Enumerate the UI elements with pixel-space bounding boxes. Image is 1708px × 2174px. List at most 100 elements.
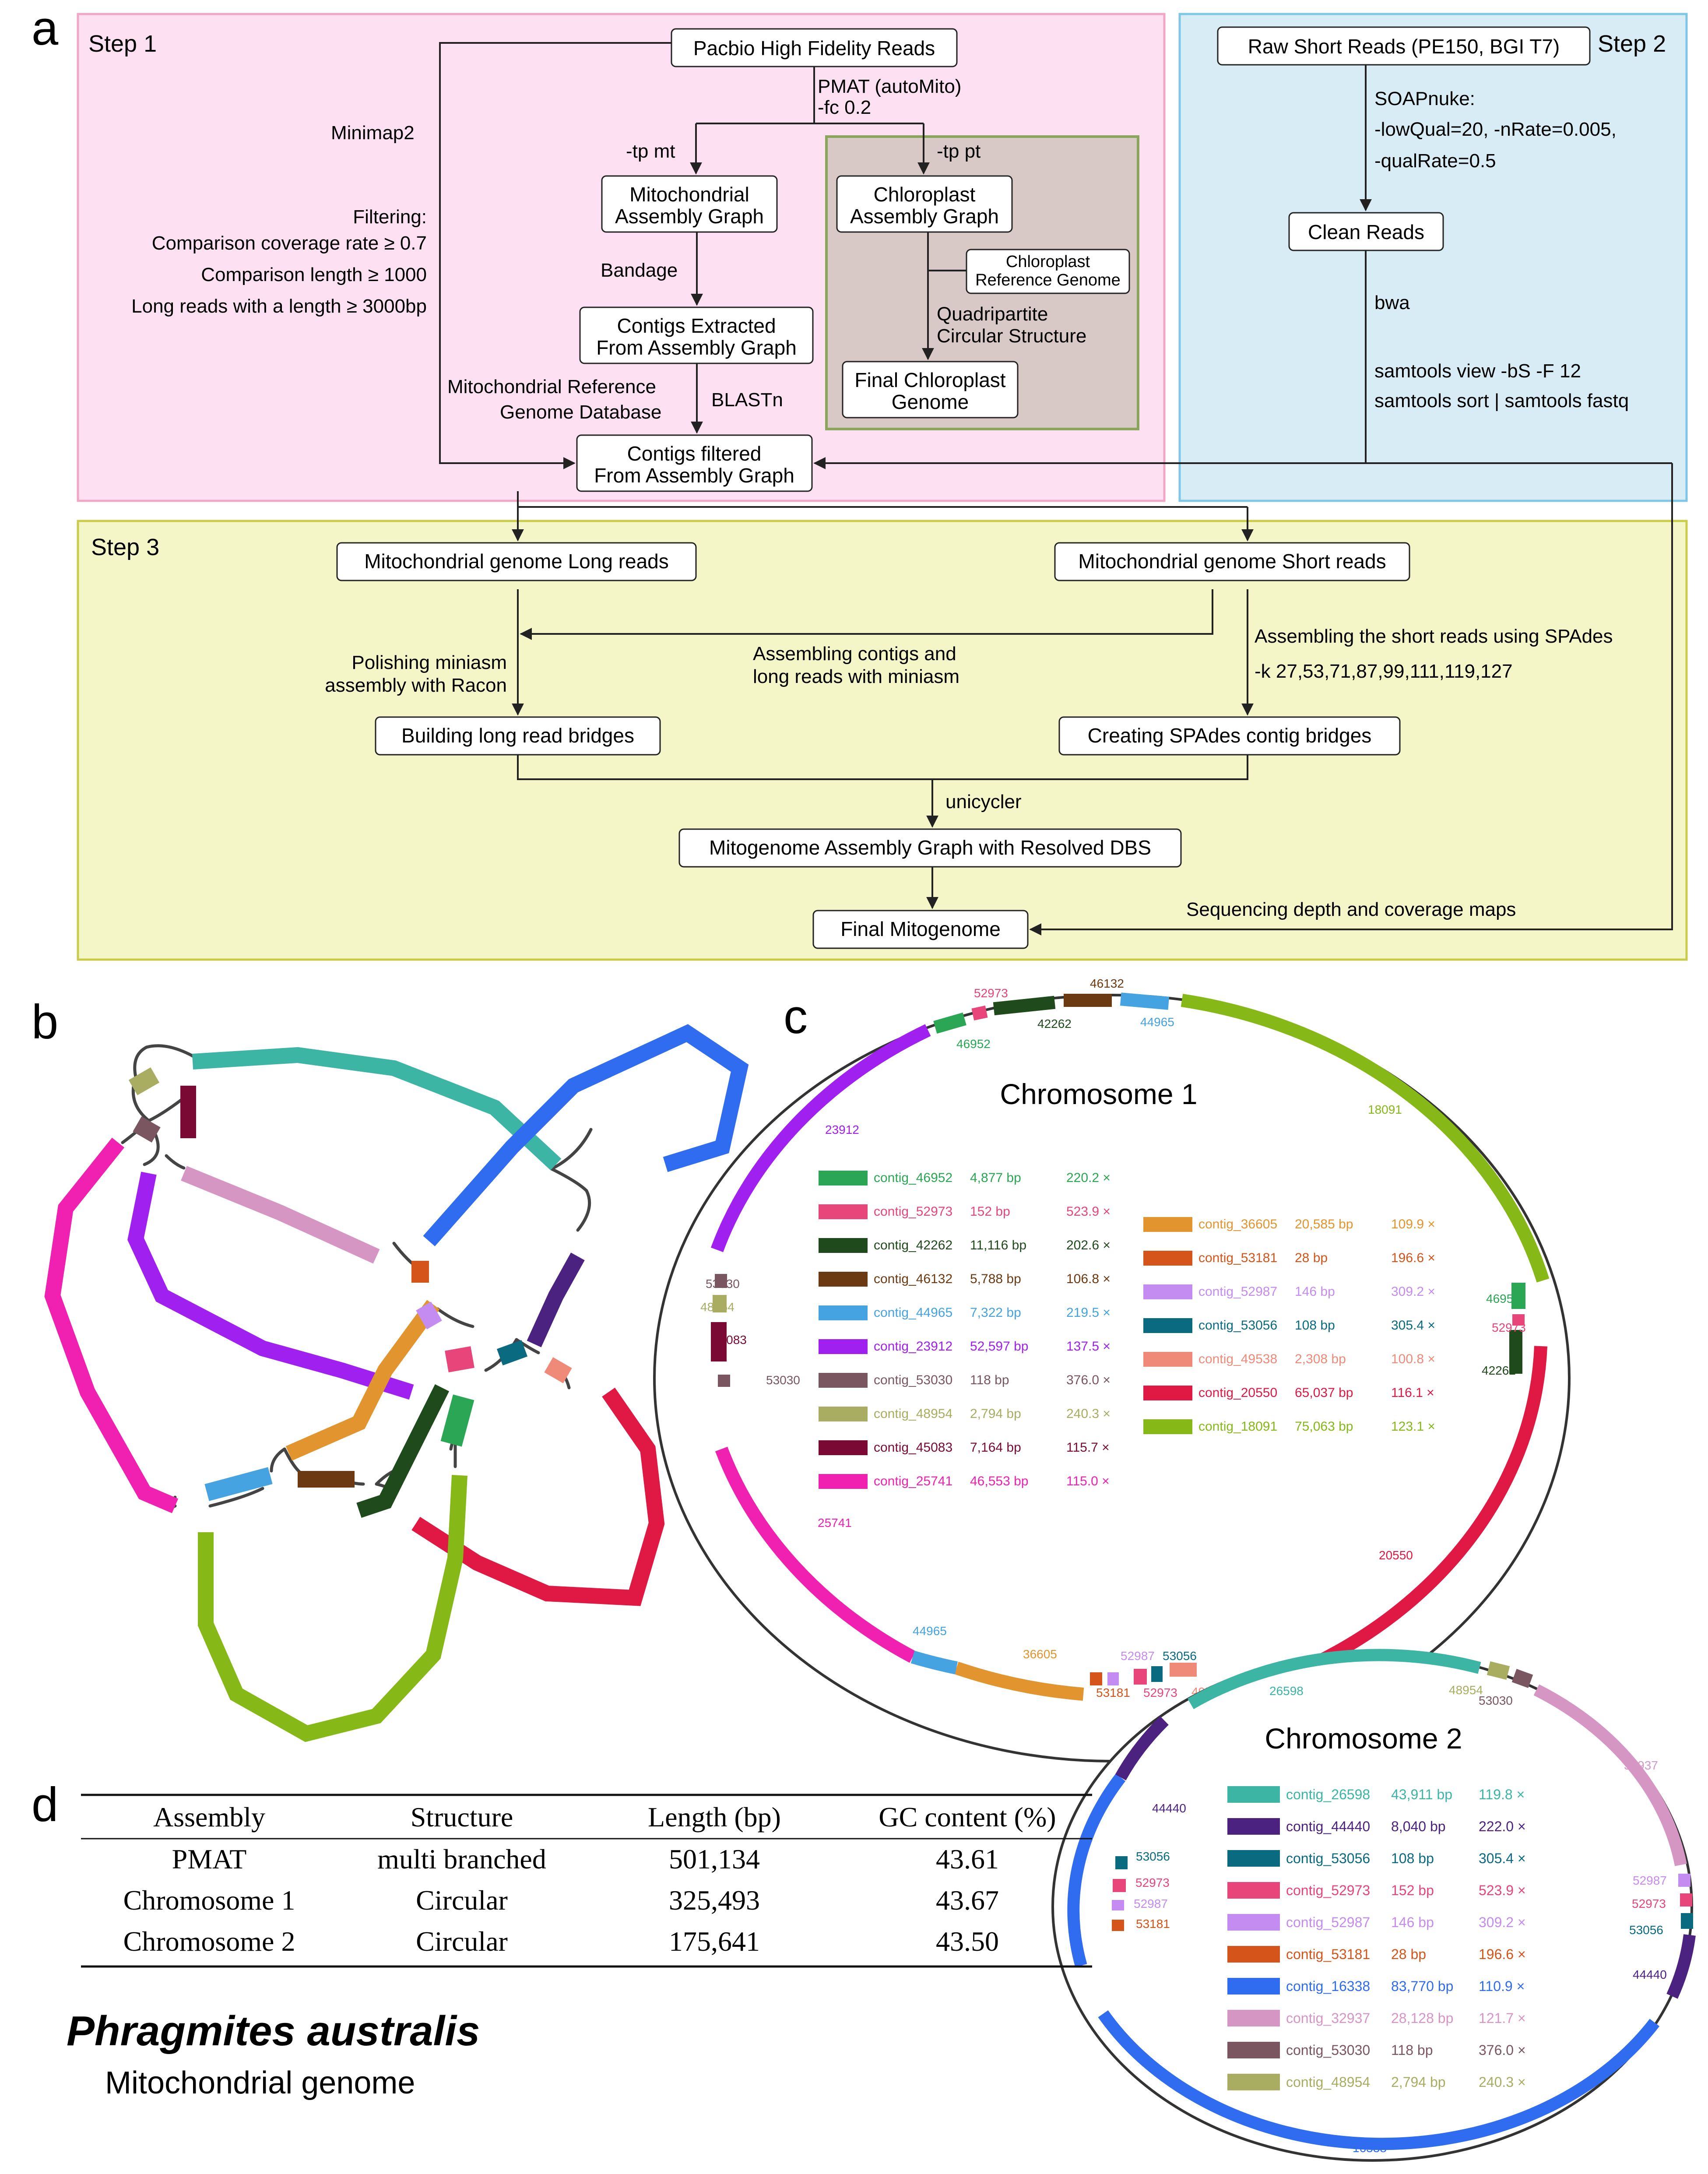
legend-swatch	[1227, 2042, 1280, 2058]
ring-label: 44440	[1152, 1801, 1186, 1815]
box-mito-short: Mitochondrial genome Short reads	[1054, 542, 1410, 581]
chromosome2-title: Chromosome 2	[1265, 1722, 1462, 1755]
legend-contig-length: 152 bp	[970, 1204, 1010, 1219]
legend-contig-length: 118 bp	[970, 1373, 1009, 1387]
species-subtitle: Mitochondrial genome	[105, 2065, 415, 2100]
legend-contig-coverage: 523.9 ×	[1479, 1882, 1526, 1898]
table-header-length: Length (bp)	[648, 1801, 781, 1833]
legend-contig-coverage: 110.9 ×	[1479, 1978, 1525, 1994]
box-clean-reads-text: Clean Reads	[1308, 221, 1424, 243]
ring-label: 20550	[1379, 1548, 1413, 1562]
legend-swatch	[1227, 1786, 1280, 1803]
legend-contig-length: 152 bp	[1391, 1882, 1434, 1898]
legend-contig-name: contig_53181	[1198, 1251, 1277, 1265]
legend-contig-name: contig_46952	[874, 1171, 952, 1185]
legend-contig-name: contig_53181	[1286, 1946, 1370, 1962]
label-tp-pt: -tp pt	[937, 141, 981, 162]
ring-label: 53181	[1096, 1686, 1130, 1699]
legend-contig-coverage: 100.8 ×	[1391, 1352, 1435, 1366]
legend-contig-name: contig_45083	[874, 1440, 952, 1455]
table-cell: 175,641	[669, 1926, 760, 1957]
legend-swatch	[819, 1474, 868, 1489]
legend-swatch	[819, 1171, 868, 1185]
chromosome2-blocks	[1112, 1661, 1693, 1931]
summary-table: Assembly Structure Length (bp) GC conten…	[81, 1794, 1092, 1968]
legend-swatch	[819, 1440, 868, 1455]
ring-label: 42262	[1037, 1017, 1072, 1031]
graph-small-contigs	[128, 1067, 572, 1501]
legend-contig-name: contig_42262	[874, 1238, 952, 1252]
chromosome1-blocks	[711, 992, 1525, 1685]
legend-swatch	[819, 1305, 868, 1320]
box-final-chloro-line2: Genome	[892, 390, 969, 413]
box-final-mito-text: Final Mitogenome	[840, 918, 1001, 940]
table-header-gc: GC content (%)	[879, 1801, 1056, 1833]
step2-region	[1178, 13, 1688, 502]
box-spades-bridges-text: Creating SPAdes contig bridges	[1088, 724, 1372, 747]
legend-contig-name: contig_26598	[1286, 1787, 1370, 1802]
box-contigs-extracted-line2: From Assembly Graph	[596, 336, 797, 359]
table-header-assembly: Assembly	[153, 1801, 265, 1833]
legend-swatch	[1143, 1318, 1192, 1333]
legend-contig-length: 8,040 bp	[1391, 1819, 1446, 1834]
ring-label: 46952	[956, 1037, 991, 1051]
box-mito-graph-line1: Mitochondrial	[629, 183, 749, 206]
ring-label: 46952	[1486, 1292, 1520, 1305]
legend-swatch	[1143, 1386, 1192, 1400]
label-tp-mt: -tp mt	[626, 141, 675, 162]
legend-contig-name: contig_53030	[1286, 2042, 1370, 2058]
legend-swatch	[1143, 1284, 1192, 1299]
ring-label: 53056	[1136, 1850, 1170, 1863]
ring-label: 25741	[818, 1516, 852, 1530]
ring-label: 52987	[1121, 1649, 1155, 1663]
legend-contig-length: 118 bp	[1391, 2042, 1433, 2058]
table-cell: Chromosome 2	[123, 1926, 295, 1957]
label-seq-depth: Sequencing depth and coverage maps	[1186, 899, 1516, 920]
label-filtering-3: Comparison length ≥ 1000	[201, 264, 427, 285]
box-chloro-ref: Chloroplast Reference Genome	[966, 249, 1130, 294]
label-mito-ref-db-1: Mitochondrial Reference	[447, 376, 656, 398]
box-chloro-graph-line2: Assembly Graph	[850, 205, 999, 228]
legend-contig-length: 46,553 bp	[970, 1474, 1028, 1488]
box-chloro-ref-line2: Reference Genome	[975, 271, 1121, 289]
legend-contig-name: contig_49538	[1198, 1352, 1277, 1366]
box-mito-graph: Mitochondrial Assembly Graph	[601, 175, 778, 233]
label-pmat-1: PMAT (autoMito)	[818, 76, 961, 97]
legend-swatch	[1143, 1352, 1192, 1367]
legend-contig-name: contig_46132	[874, 1272, 952, 1286]
label-polishing-2: assembly with Racon	[325, 675, 507, 696]
box-long-bridges: Building long read bridges	[375, 716, 661, 756]
label-filtering-2: Comparison coverage rate ≥ 0.7	[152, 232, 427, 254]
step3-label: Step 3	[91, 534, 159, 560]
table-cell: 43.50	[936, 1926, 999, 1957]
ring-label: 46132	[1090, 977, 1124, 990]
label-minimap2: Minimap2	[331, 122, 415, 144]
legend-contig-coverage: 240.3 ×	[1066, 1407, 1111, 1421]
legend-swatch	[819, 1339, 868, 1354]
legend-swatch	[1227, 1978, 1280, 1995]
box-mito-long: Mitochondrial genome Long reads	[336, 542, 697, 581]
legend-contig-coverage: 106.8 ×	[1066, 1272, 1111, 1286]
table-header-structure: Structure	[411, 1801, 513, 1833]
ring-label: 52973	[1492, 1321, 1526, 1334]
ring-label: 52987	[1633, 1874, 1667, 1887]
legend-contig-length: 108 bp	[1295, 1318, 1335, 1333]
legend-contig-coverage: 240.3 ×	[1479, 2074, 1526, 2090]
legend-contig-length: 2,308 bp	[1295, 1352, 1346, 1366]
legend-swatch	[819, 1238, 868, 1253]
label-soapnuke-1: SOAPnuke:	[1374, 88, 1475, 109]
box-mito-short-text: Mitochondrial genome Short reads	[1078, 550, 1386, 573]
ring-label: 52973	[974, 986, 1008, 1000]
legend-contig-length: 28,128 bp	[1391, 2010, 1453, 2026]
box-chloro-graph: Chloroplast Assembly Graph	[836, 175, 1013, 233]
legend-swatch	[1227, 1946, 1280, 1963]
legend-swatch	[1227, 1882, 1280, 1899]
legend-contig-coverage: 137.5 ×	[1066, 1339, 1111, 1354]
ring-label: 44965	[913, 1624, 947, 1638]
ring-label: 32937	[1624, 1759, 1658, 1772]
legend-swatch	[819, 1407, 868, 1421]
legend-swatch	[819, 1204, 868, 1219]
ring-label: 52973	[1632, 1897, 1666, 1910]
legend-contig-length: 2,794 bp	[1391, 2074, 1446, 2090]
